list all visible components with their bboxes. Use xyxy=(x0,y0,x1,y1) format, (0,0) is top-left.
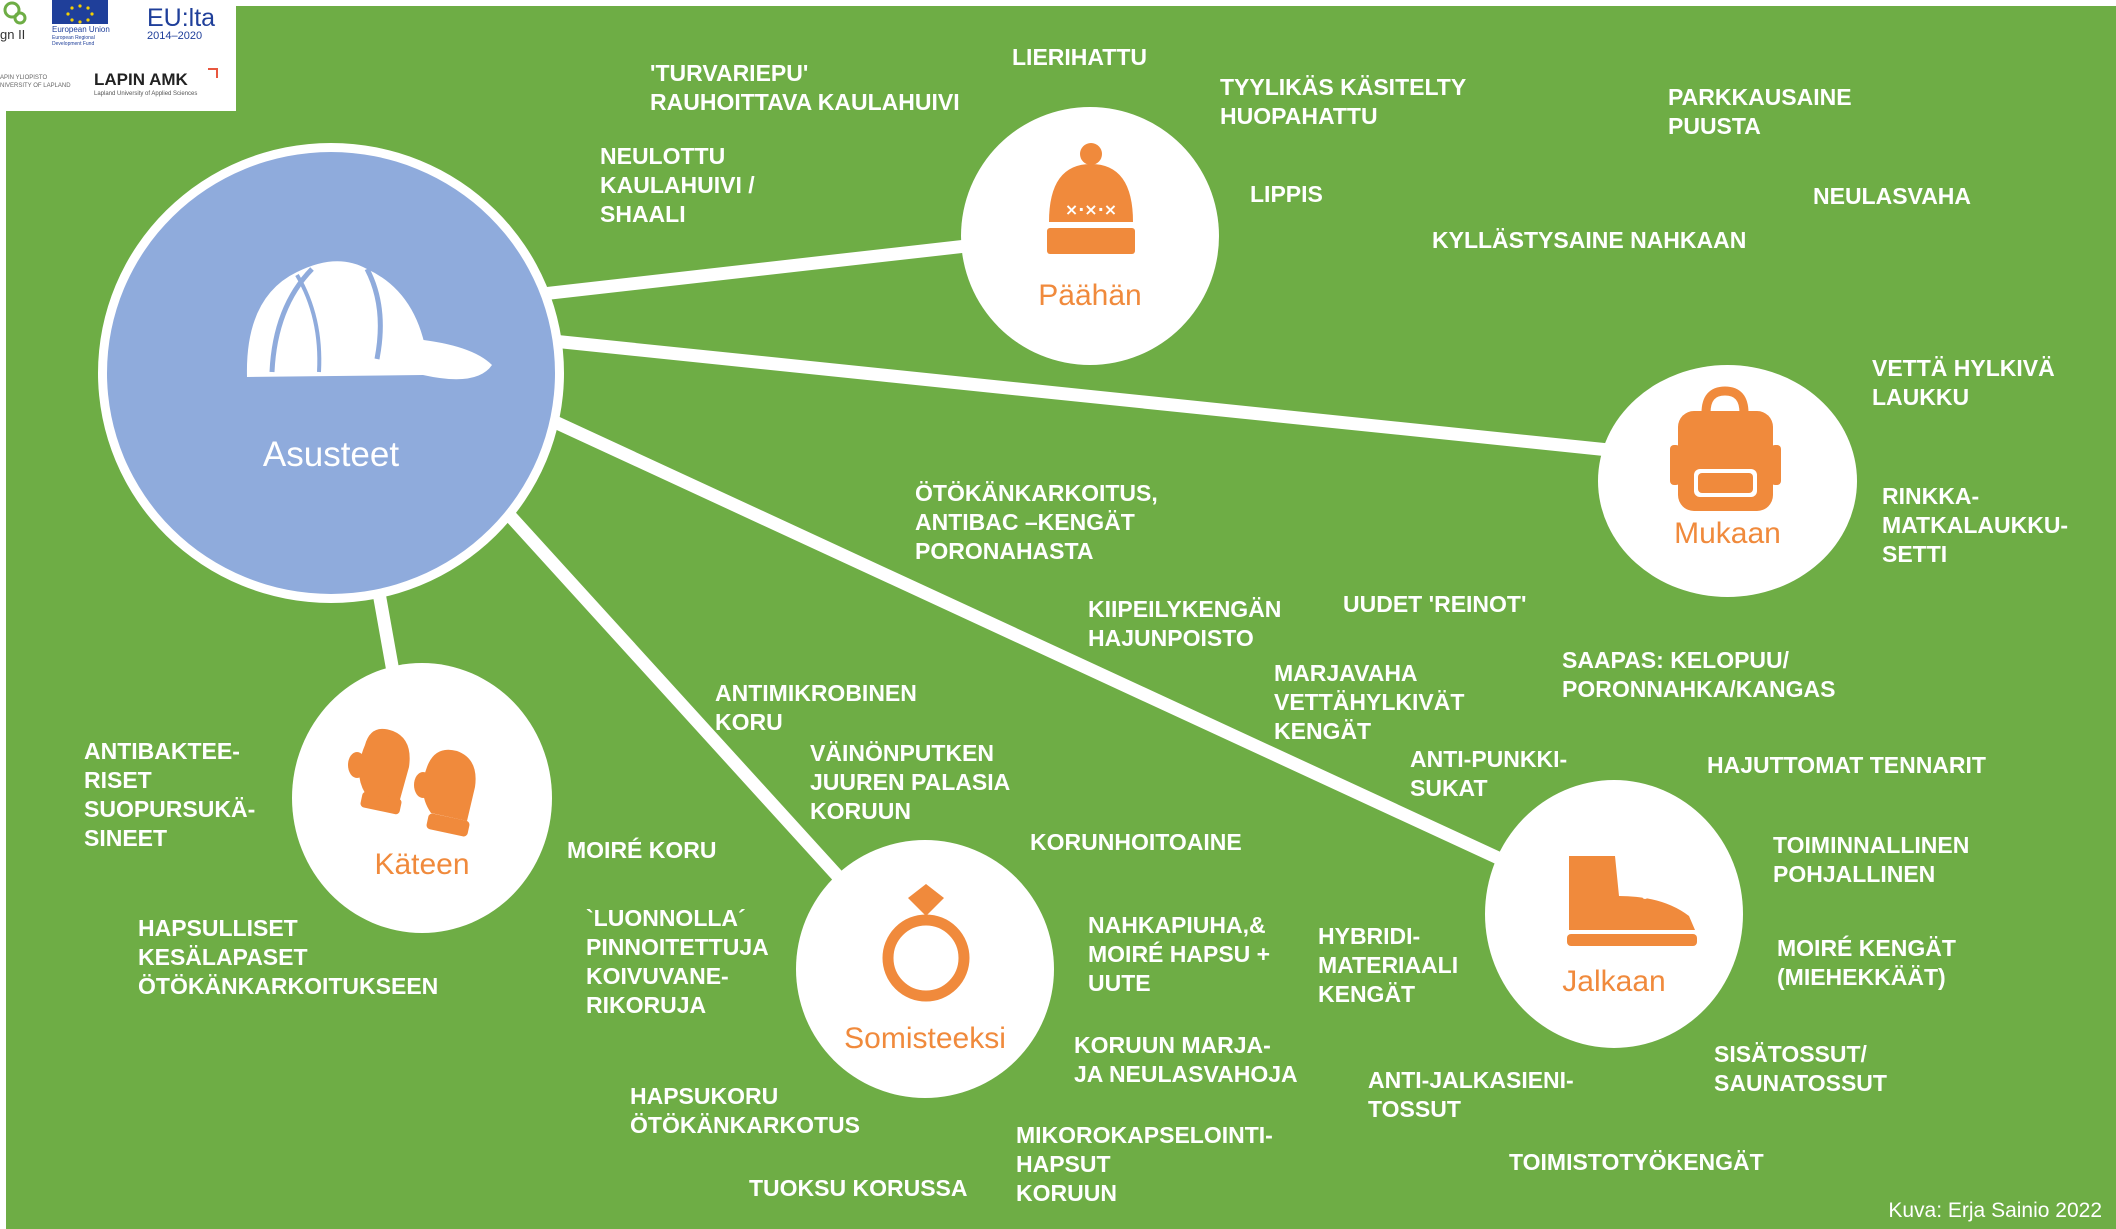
jewelry-node-label: Somisteeksi xyxy=(844,1022,1006,1055)
svg-text:×·×·×: ×·×·× xyxy=(1065,200,1117,219)
boot-icon xyxy=(1567,856,1697,946)
lapin-amk-subtext: Lapland University of Applied Sciences xyxy=(94,91,198,97)
label-lippis: LIPPIS xyxy=(1250,181,1323,207)
cap-icon xyxy=(246,261,492,380)
label-vainonputken: VÄINÖNPUTKEN JUUREN PALASIA KORUUN xyxy=(810,740,1011,824)
label-hajuttomat: HAJUTTOMAT TENNARIT xyxy=(1707,752,1986,778)
label-korunhoitoaine: KORUNHOITOAINE xyxy=(1030,829,1242,855)
label-sisatossut: SISÄTOSSUT/ SAUNATOSSUT xyxy=(1714,1041,1887,1096)
label-kyllastysaine: KYLLÄSTYSAINE NAHKAAN xyxy=(1432,227,1747,253)
hands-node: Käteen xyxy=(292,663,552,933)
partial-logo-text: gn II xyxy=(0,27,26,42)
image-credit: Kuva: Erja Sainio 2022 xyxy=(1888,1199,2102,1222)
label-neulasvaha: NEULASVAHA xyxy=(1813,183,1972,209)
backpack-icon xyxy=(1670,386,1781,511)
label-moire-kengat: MOIRÉ KENGÄT (MIEHEKKÄÄT) xyxy=(1777,935,1956,990)
label-tyylikas: TYYLIKÄS KÄSITELTY HUOPAHATTU xyxy=(1220,74,1467,129)
label-antimikrobinen: ANTIMIKROBINEN KORU xyxy=(715,680,917,735)
leaf-logo-icon xyxy=(3,1,27,25)
label-koruun-marja: KORUUN MARJA- JA NEULASVAHOJA xyxy=(1074,1032,1298,1087)
eu-line-1: European Union xyxy=(52,25,110,34)
label-vetta-hylkiva: VETTÄ HYLKIVÄ LAUKKU xyxy=(1872,355,2055,410)
label-toiminnallinen: TOIMINNALLINEN POHJALLINEN xyxy=(1773,832,1970,887)
label-parkkausaine: PARKKAUSAINE PUUSTA xyxy=(1668,84,1852,139)
head-node: ×·×·× Päähän xyxy=(961,107,1219,365)
label-marjavaha: MARJAVAHA VETTÄHYLKIVÄT KENGÄT xyxy=(1274,660,1465,744)
label-neulottu: NEULOTTU KAULAHUIVI / SHAALI xyxy=(600,143,755,227)
hands-node-label: Käteen xyxy=(374,848,470,881)
label-uudet-reinot: UUDET 'REINOT' xyxy=(1343,591,1527,617)
carry-node: Mukaan xyxy=(1598,365,1857,597)
beanie-icon: ×·×·× xyxy=(1047,143,1135,254)
label-tuoksu: TUOKSU KORUSSA xyxy=(749,1175,968,1201)
feet-node: Jalkaan xyxy=(1485,780,1743,1048)
label-anti-jalkasieni: ANTI-JALKASIENI- TOSSUT xyxy=(1368,1067,1574,1122)
label-turvariepu: 'TURVARIEPU' RAUHOITTAVA KAULAHUIVI xyxy=(650,60,960,115)
university-line-1: APIN YLIOPISTO xyxy=(0,75,48,81)
label-hapsukoru: HAPSUKORU ÖTÖKÄNKARKOTUS xyxy=(630,1083,860,1138)
lapin-amk-mark-icon xyxy=(208,68,218,78)
jewelry-node: Somisteeksi xyxy=(796,840,1054,1098)
center-node: Asusteet xyxy=(98,143,564,603)
feet-node-label: Jalkaan xyxy=(1562,965,1666,998)
label-rinkka: RINKKA- MATKALAUKKU- SETTI xyxy=(1882,483,2069,567)
ring-icon xyxy=(882,884,970,1002)
label-anti-punkki: ANTI-PUNKKI- SUKAT xyxy=(1410,746,1568,801)
university-line-2: NIVERSITY OF LAPLAND xyxy=(0,83,71,89)
eu-flag-icon xyxy=(52,0,108,24)
years-text: 2014–2020 xyxy=(147,30,203,42)
label-nahkapiuha: NAHKAPIUHA,& MOIRÉ HAPSU + UUTE xyxy=(1088,912,1271,996)
eulta-text: EU:lta xyxy=(147,4,216,32)
label-kiipeily: KIIPEILYKENGÄN HAJUNPOISTO xyxy=(1088,596,1282,651)
label-mikrokapselointi: MIKOROKAPSELOINTI- HAPSUT KORUUN xyxy=(1016,1122,1273,1206)
label-saapas: SAAPAS: KELOPUU/ PORONNAHKA/KANGAS xyxy=(1562,647,1836,702)
eu-line-2: European Regional xyxy=(52,35,95,41)
mittens-icon xyxy=(348,728,476,837)
label-antibakteeriset: ANTIBAKTEE- RISET SUOPURSUKÄ- SINEET xyxy=(84,738,256,851)
label-lierihattu: LIERIHATTU xyxy=(1012,44,1148,70)
label-toimistotyokengat: TOIMISTOTYÖKENGÄT xyxy=(1509,1149,1764,1175)
label-moire-koru: MOIRÉ KORU xyxy=(567,837,717,863)
carry-node-label: Mukaan xyxy=(1674,517,1781,550)
center-node-label: Asusteet xyxy=(262,435,400,474)
label-luonnolla: `LUONNOLLA´ PINNOITETTUJA KOIVUVANE- RIK… xyxy=(586,905,769,1018)
eu-line-3: Development Fund xyxy=(52,41,95,47)
head-node-label: Päähän xyxy=(1038,279,1142,312)
line-to-carry xyxy=(323,311,1732,469)
label-otokankarkoitus-antibac: ÖTÖKÄNKARKOITUS, ANTIBAC –KENGÄT PORONAH… xyxy=(915,480,1158,564)
label-hapsulliset: HAPSULLISET KESÄLAPASET ÖTÖKÄNKARKOITUKS… xyxy=(138,915,439,999)
logo-box: gn II European Union European Regional D… xyxy=(0,0,236,111)
label-hybridi: HYBRIDI- MATERIAALI KENGÄT xyxy=(1318,923,1459,1007)
lapin-amk-text: LAPIN AMK xyxy=(94,70,188,89)
